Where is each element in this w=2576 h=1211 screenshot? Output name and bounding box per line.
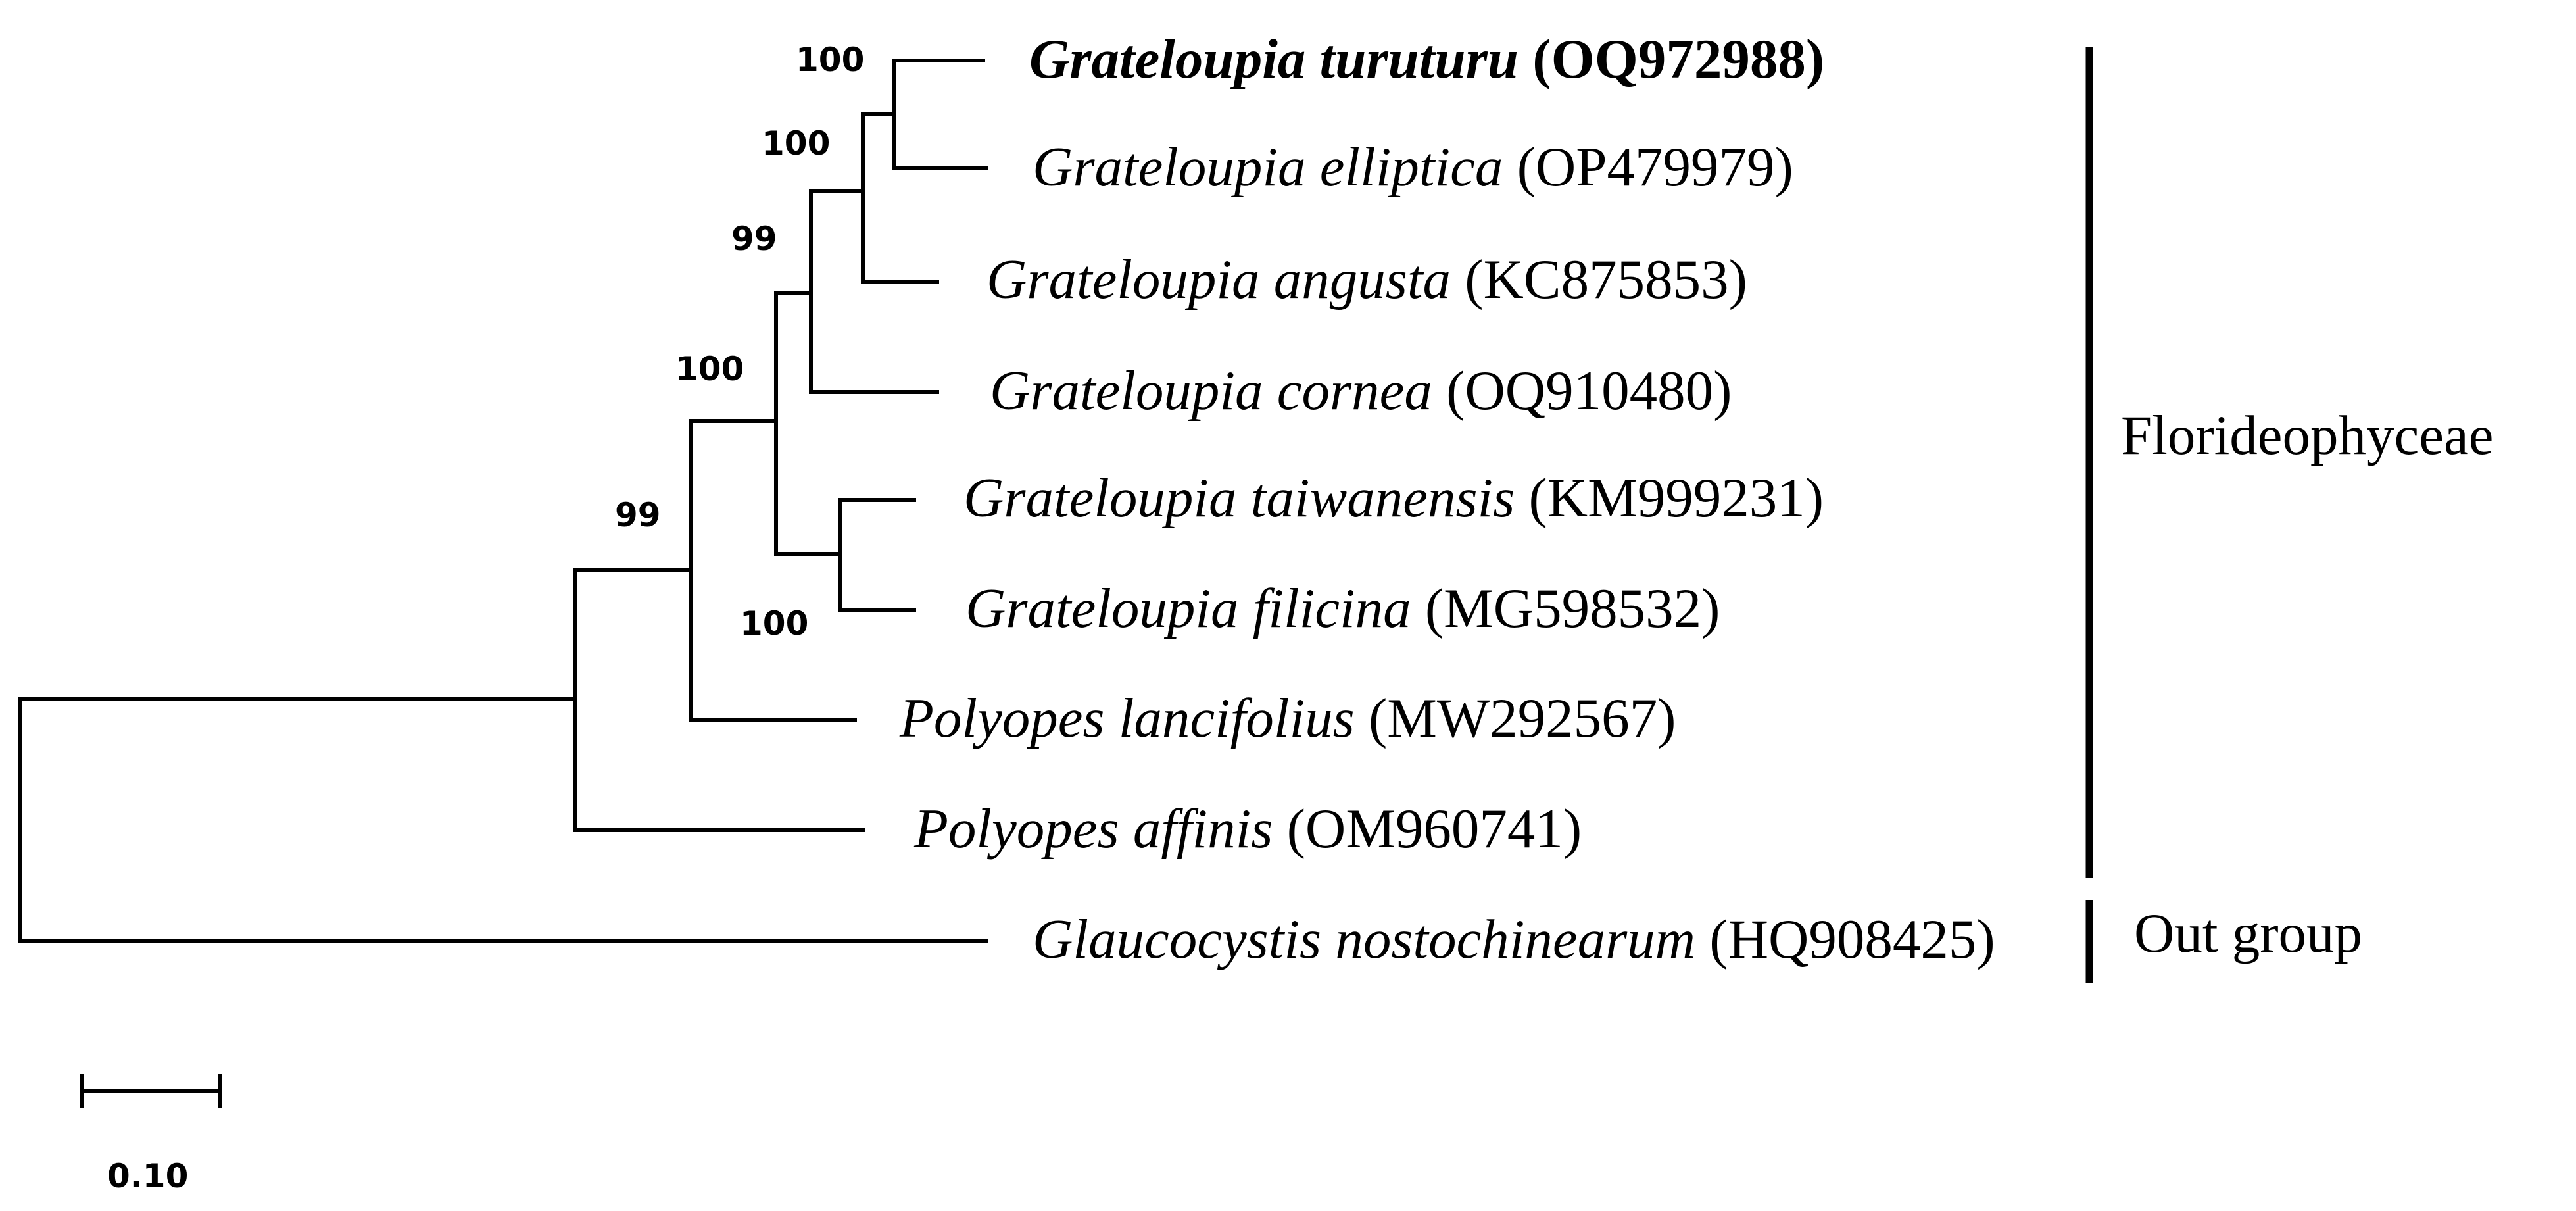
branch-cornea-node	[809, 189, 939, 394]
branch-angusta-node	[861, 112, 939, 284]
species-name: Polyopes affinis	[913, 798, 1273, 860]
bootstrap-values: 100 100 99 100 99 100	[615, 41, 864, 643]
scale-bar: 0.10	[80, 1074, 222, 1195]
taxon-label: Grateloupia taiwanensis (KM999231)	[963, 467, 1824, 529]
species-name: Grateloupia filicina	[965, 578, 1411, 639]
accession-number: (MG598532)	[1425, 578, 1720, 639]
accession-number: (HQ908425)	[1709, 908, 1995, 970]
taxon-label: Glaucocystis nostochinearum (HQ908425)	[1033, 908, 1995, 970]
ingroup-label: Florideophyceae	[2121, 405, 2493, 466]
species-name: Grateloupia angusta	[986, 249, 1451, 310]
taxon-label: Grateloupia turuturu (OQ972988)	[1029, 28, 1824, 90]
accession-number: (KC875853)	[1465, 249, 1747, 310]
bootstrap-label: 99	[615, 496, 661, 534]
branch-lancifolius-node	[689, 419, 857, 722]
branch-turuturu-elliptica	[892, 59, 988, 170]
accession-number: (OP479979)	[1517, 136, 1793, 198]
accession-number: (OM960741)	[1287, 798, 1582, 860]
scale-bar-line	[80, 1074, 222, 1108]
bootstrap-label: 100	[762, 124, 830, 162]
taxon-label: Polyopes affinis (OM960741)	[913, 798, 1582, 860]
bootstrap-label: 100	[796, 41, 864, 79]
branch-taiwanensis-filicina	[838, 498, 916, 612]
bootstrap-label: 100	[675, 350, 744, 388]
accession-number: (KM999231)	[1528, 467, 1824, 529]
branch-root	[18, 697, 988, 943]
species-name: Grateloupia taiwanensis	[963, 467, 1515, 529]
accession-number: (OQ910480)	[1446, 360, 1732, 422]
bootstrap-label: 100	[740, 605, 808, 643]
scale-bar-label: 0.10	[107, 1157, 188, 1195]
species-name: Glaucocystis nostochinearum	[1033, 908, 1695, 970]
species-name: Grateloupia elliptica	[1033, 136, 1503, 198]
accession-number: (OQ972988)	[1532, 28, 1824, 90]
accession-number: (MW292567)	[1369, 687, 1676, 749]
bootstrap-label: 99	[731, 220, 777, 258]
outgroup-label: Out group	[2134, 902, 2362, 964]
group-brackets: Florideophyceae Out group	[2085, 47, 2493, 983]
species-name: Grateloupia cornea	[990, 360, 1432, 422]
branch-grateloupia-clade	[774, 291, 842, 556]
taxon-labels: Grateloupia turuturu (OQ972988) Gratelou…	[899, 28, 1995, 970]
taxon-label: Grateloupia angusta (KC875853)	[986, 249, 1747, 310]
taxon-label: Grateloupia elliptica (OP479979)	[1033, 136, 1793, 198]
taxon-label: Grateloupia filicina (MG598532)	[965, 578, 1720, 639]
species-name: Grateloupia turuturu	[1029, 28, 1519, 90]
branch-ingroup	[573, 568, 865, 832]
taxon-label: Polyopes lancifolius (MW292567)	[899, 687, 1676, 749]
taxon-label: Grateloupia cornea (OQ910480)	[990, 360, 1732, 422]
species-name: Polyopes lancifolius	[899, 687, 1355, 749]
tree-branches	[18, 59, 988, 943]
